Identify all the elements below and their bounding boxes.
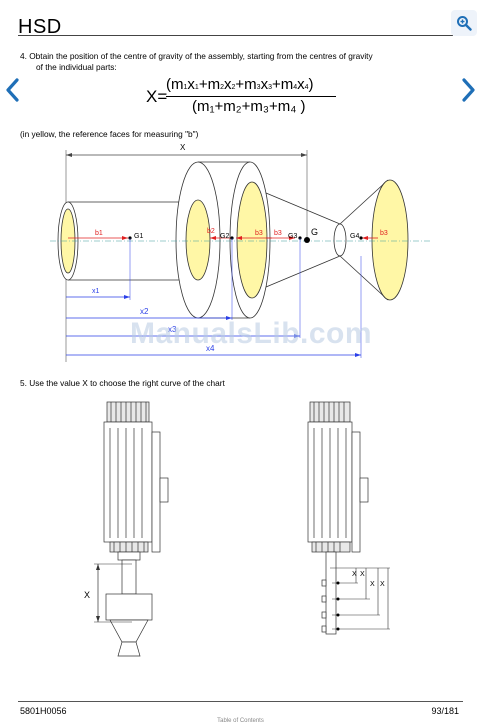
- cone-reference-face: [371, 179, 409, 301]
- watermark: ManualsLib.com: [130, 317, 373, 350]
- b3-label-2: b3: [274, 230, 282, 237]
- x4-label: x4: [206, 344, 215, 353]
- yellow-faces-note: (in yellow, the reference faces for meas…: [20, 129, 199, 139]
- b3-label-3: b3: [380, 230, 388, 237]
- g2-label: G2: [220, 233, 229, 240]
- combined-gravity-point: [304, 237, 310, 243]
- previous-page-button[interactable]: [2, 75, 24, 105]
- footer-divider: [18, 701, 463, 702]
- b2-label: b2: [207, 228, 215, 235]
- b3-label-1: b3: [255, 230, 263, 237]
- formula-numerator: (m1x1+m2x2+m3x3+m4x4): [166, 76, 314, 93]
- spindle-mounting-diagram: X X X X X: [84, 401, 390, 657]
- step-4-text: 4. Obtain the position of the centre of …: [20, 51, 373, 61]
- x3-height-label: X: [370, 581, 375, 588]
- step-5-text: 5. Use the value X to choose the right c…: [20, 378, 225, 388]
- x1-label: x1: [92, 288, 100, 295]
- chevron-right-icon: [462, 78, 475, 102]
- step-4-text-continued: of the individual parts:: [36, 62, 117, 72]
- x2-height-label: X: [360, 571, 365, 578]
- x-dimension-left-label: X: [84, 590, 90, 600]
- x1-height-label: X: [352, 571, 357, 578]
- x-label: X: [180, 143, 186, 152]
- table-of-contents-link[interactable]: Table of Contents: [217, 718, 264, 724]
- chevron-left-icon: [6, 78, 19, 102]
- formula-lhs: X=: [146, 87, 168, 106]
- header-divider: [18, 35, 453, 36]
- x4-height-label: X: [380, 581, 385, 588]
- page-number: 93/181: [431, 706, 459, 716]
- zoom-button[interactable]: [451, 10, 477, 36]
- left-spindle: [103, 401, 169, 657]
- g4-label: G4: [350, 233, 359, 240]
- formula-denominator: (m₁+m₂+m₃+m₄ ): [192, 98, 306, 115]
- x2-label: x2: [140, 307, 149, 316]
- x3-label: x3: [168, 325, 177, 334]
- fraction-bar: [166, 96, 336, 97]
- page-title: HSD: [18, 16, 62, 38]
- assembly-gravity-diagram: X b1 b2 b3 b3 b3 G1 G2 G3 G G4: [50, 143, 432, 362]
- g3-label: G3: [288, 233, 297, 240]
- zoom-in-icon: [457, 16, 472, 31]
- ring-reference-face: [185, 199, 211, 281]
- center-of-gravity-formula: X= (m1x1+m2x2+m3x3+m4x4) (m₁+m₂+m₃+m₄ ): [146, 76, 356, 120]
- b1-label: b1: [95, 230, 103, 237]
- body-reference-face: [236, 181, 268, 299]
- right-spindle: [307, 401, 369, 635]
- g-label: G: [311, 227, 318, 237]
- cone-neck: [333, 223, 347, 257]
- document-code: 5801H0056: [20, 706, 67, 716]
- next-page-button[interactable]: [457, 75, 479, 105]
- g1-label: G1: [134, 233, 143, 240]
